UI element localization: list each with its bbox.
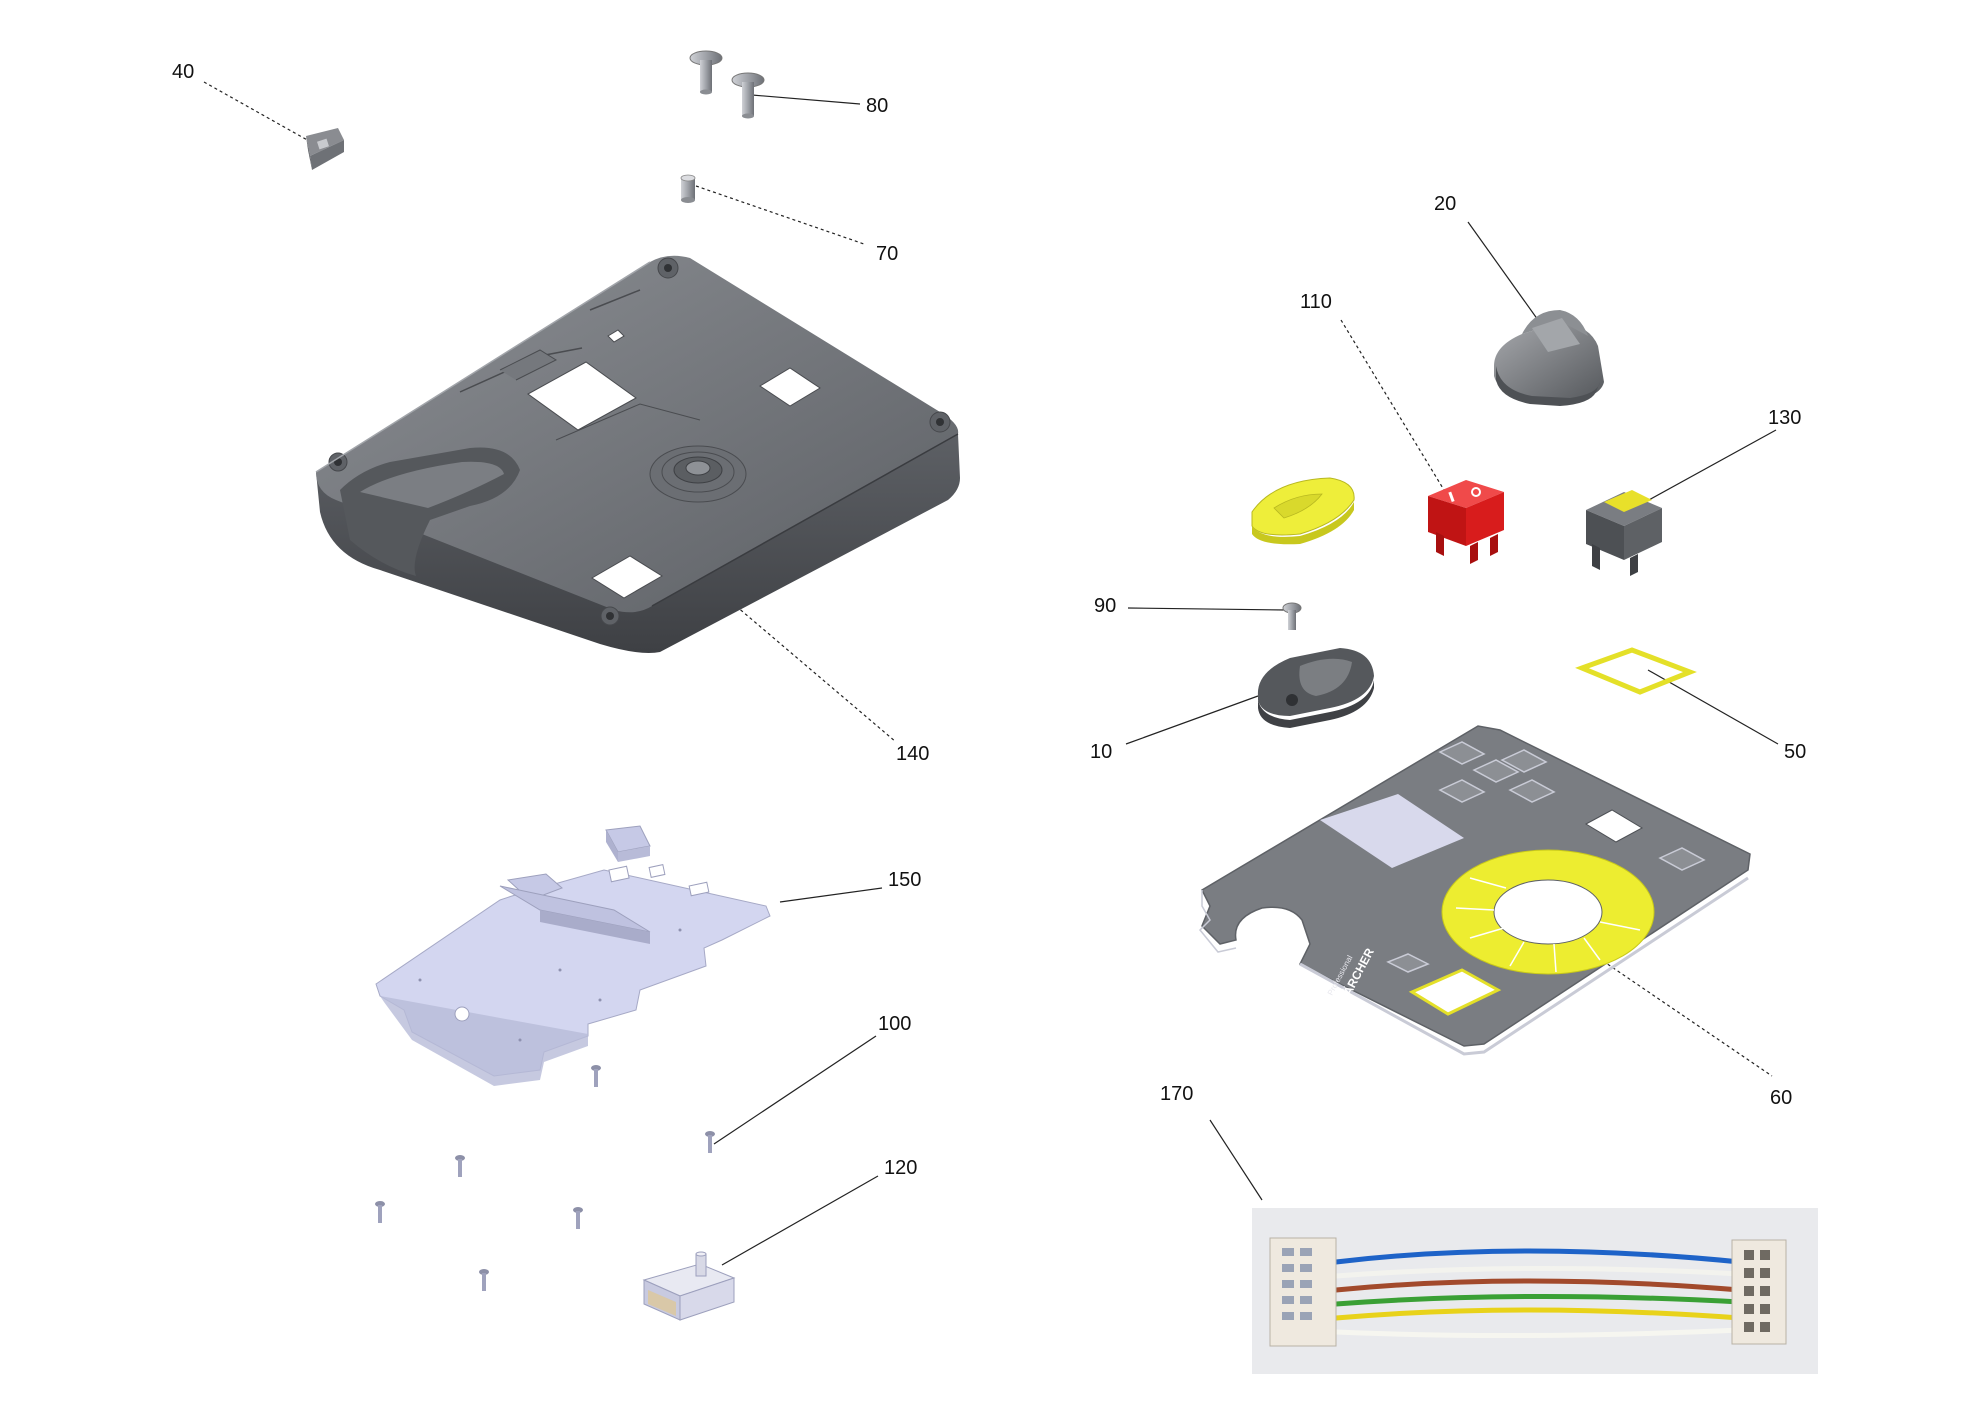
leader-130 (1637, 429, 1777, 507)
leader-20 (1467, 221, 1539, 321)
callout-140: 140 (896, 743, 930, 765)
leader-170 (1209, 1119, 1263, 1201)
part-100-screws (375, 1065, 715, 1291)
callout-10: 10 (1090, 741, 1113, 763)
part-80-screws (689, 50, 765, 119)
leader-80 (751, 94, 861, 105)
callout-120: 120 (884, 1157, 918, 1179)
leader-10 (1125, 695, 1259, 745)
callout-90: 90 (1094, 595, 1117, 617)
part-150-pcb (375, 825, 771, 1086)
callout-150: 150 (888, 869, 922, 891)
part-120-potentiometer (642, 1251, 736, 1321)
part-110-red-switch (1428, 480, 1504, 564)
callout-100: 100 (878, 1013, 912, 1035)
part-90-screw (1282, 602, 1302, 630)
callout-20: 20 (1434, 193, 1457, 215)
callout-170: 170 (1160, 1083, 1194, 1105)
panel-icon-buttons (1386, 741, 1706, 973)
part-140-base-plate (315, 255, 960, 653)
leader-120 (721, 1175, 879, 1266)
leader-70 (695, 185, 865, 245)
callout-80: 80 (866, 95, 889, 117)
part-170-wire-harness (1252, 1208, 1818, 1374)
callout-130: 130 (1768, 407, 1802, 429)
callout-60: 60 (1770, 1087, 1793, 1109)
leader-110 (1340, 319, 1445, 491)
yellow-rocker-cap (1251, 477, 1355, 545)
callout-70: 70 (876, 243, 899, 265)
callout-50: 50 (1784, 741, 1807, 763)
part-50-seal (1575, 647, 1697, 695)
leader-100 (713, 1035, 877, 1145)
leader-lines (203, 81, 1779, 1266)
part-70-spacer (680, 174, 696, 203)
part-10-cover (1257, 648, 1374, 728)
part-130-dark-switch (1586, 490, 1662, 576)
part-20-knob (1494, 310, 1604, 406)
leader-40 (203, 81, 319, 147)
part-60-panel-foil: KÄRCHER Professional (1198, 725, 1751, 1056)
part-40-clip (306, 128, 344, 170)
callout-40: 40 (172, 61, 195, 83)
callout-110: 110 (1300, 291, 1332, 313)
leader-140 (735, 605, 897, 743)
leader-150 (779, 887, 883, 903)
leader-90 (1127, 607, 1287, 611)
